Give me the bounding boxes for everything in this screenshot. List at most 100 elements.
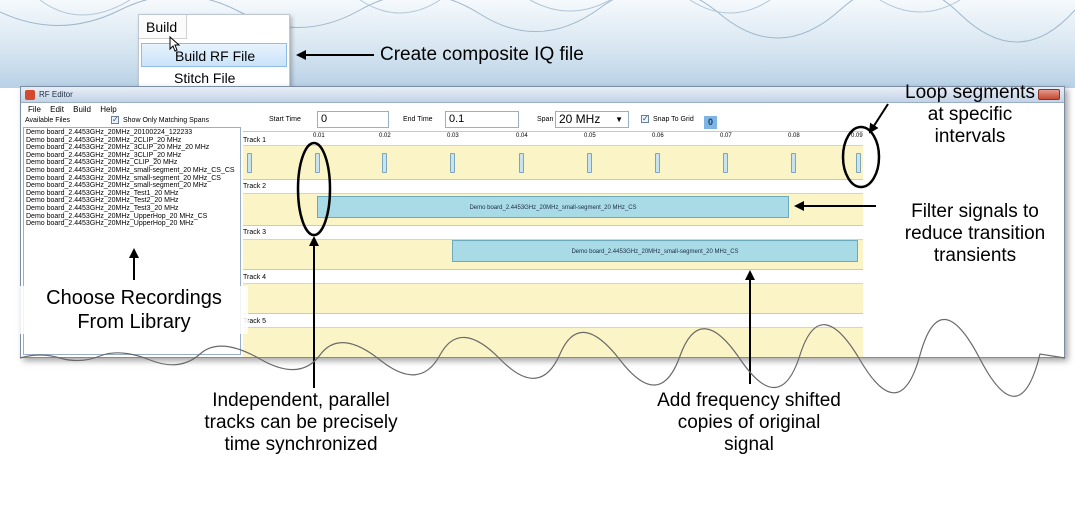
list-item[interactable]: Demo board_2.4453GHz_20MHz_small-segment… <box>26 174 221 182</box>
track-body-4[interactable] <box>243 283 863 313</box>
track-header-3: Track 3 <box>243 225 863 239</box>
menu-build[interactable]: Build <box>73 105 91 114</box>
build-menu-header[interactable]: Build <box>139 15 187 39</box>
clip-track3[interactable]: Demo board_2.4453GHz_20MHz_small-segment… <box>452 240 858 262</box>
timeline-area: Track 1 0.01 0.02 0.03 0.04 0.05 0.06 0.… <box>243 131 863 357</box>
span-select[interactable]: 20 MHz ▼ <box>555 111 629 128</box>
track-name-4: Track 4 <box>243 274 267 281</box>
menu-edit[interactable]: Edit <box>50 105 64 114</box>
annotation-independent: Independent, parallel tracks can be prec… <box>170 390 432 456</box>
start-time-input[interactable]: 0 <box>317 111 389 128</box>
loop-segment[interactable] <box>382 153 387 173</box>
close-button[interactable] <box>1038 89 1060 100</box>
snap-to-grid-checkbox[interactable]: Snap To Grid <box>641 114 694 123</box>
tick-label: 0.07 <box>720 133 732 139</box>
tick-label: 0.09 <box>851 133 863 139</box>
track-name-2: Track 2 <box>243 183 267 190</box>
tick-label: 0.06 <box>652 133 664 139</box>
track-body-1[interactable] <box>243 145 863 179</box>
list-item[interactable]: Demo board_2.4453GHz_20MHz_small-segment… <box>26 182 208 190</box>
checkbox-checked-icon[interactable] <box>111 115 119 124</box>
annotation-line: Choose Recordings <box>46 287 222 309</box>
checkbox-checked-icon[interactable] <box>641 114 649 123</box>
annotation-line: signal <box>724 434 774 455</box>
annotation-line: at specific <box>927 104 1013 125</box>
track-header-4: Track 4 <box>243 269 863 283</box>
annotation-filter: Filter signals to reduce transition tran… <box>880 201 1070 267</box>
track-body-2[interactable]: Demo board_2.4453GHz_20MHz_small-segment… <box>243 193 863 225</box>
list-item[interactable]: Demo board_2.4453GHz_20MHz_2CLIP_20 MHz <box>26 136 182 144</box>
annotation-line: Independent, parallel <box>212 390 390 411</box>
track-name-3: Track 3 <box>243 229 267 236</box>
mouse-cursor-icon <box>169 36 181 52</box>
tick-label: 0.03 <box>447 133 459 139</box>
list-item[interactable]: Demo board_2.4453GHz_20MHz_UpperHop_20 M… <box>26 212 208 220</box>
loop-segment[interactable] <box>655 153 660 173</box>
tick-label: 0.02 <box>379 133 391 139</box>
available-files-label: Available Files <box>25 117 71 124</box>
track-name-1: Track 1 <box>243 137 267 144</box>
list-item[interactable]: Demo board_2.4453GHz_20MHz_3CLIP_20 MHz <box>26 151 182 159</box>
loop-segment[interactable] <box>723 153 728 173</box>
list-item[interactable]: Demo board_2.4453GHz_20MHz_UpperHop_20 M… <box>26 220 194 228</box>
menu-item-stitch-file[interactable]: Stitch File <box>174 70 236 86</box>
list-item[interactable]: Demo board_2.4453GHz_20MHz_CLIP_20 MHz <box>26 159 178 167</box>
annotation-line: reduce transition <box>904 223 1046 244</box>
clip-track2[interactable]: Demo board_2.4453GHz_20MHz_small-segment… <box>317 196 789 218</box>
loop-segment[interactable] <box>856 153 861 173</box>
track-body-5[interactable] <box>243 327 863 357</box>
tick-label: 0.08 <box>788 133 800 139</box>
loop-segment[interactable] <box>587 153 592 173</box>
loop-segment[interactable] <box>519 153 524 173</box>
tick-label: 0.05 <box>584 133 596 139</box>
show-matching-label: Show Only Matching Spans <box>123 116 209 124</box>
list-item[interactable]: Demo board_2.4453GHz_20MHz_20100224_1222… <box>26 129 193 136</box>
dropdown-arrow-icon: ▼ <box>615 115 623 124</box>
annotation-line: transients <box>933 245 1017 266</box>
track-body-3[interactable]: Demo board_2.4453GHz_20MHz_small-segment… <box>243 239 863 269</box>
window-title: RF Editor <box>39 90 73 99</box>
snap-to-grid-label: Snap To Grid <box>653 115 694 123</box>
list-item[interactable]: Demo board_2.4453GHz_20MHz_Test3_20 MHz <box>26 204 179 212</box>
loop-segment[interactable] <box>791 153 796 173</box>
loop-segment[interactable] <box>450 153 455 173</box>
start-time-label: Start Time <box>269 116 301 123</box>
menu-help[interactable]: Help <box>100 105 117 114</box>
banner-wave-decoration <box>0 0 1075 43</box>
span-label: Span <box>537 116 554 123</box>
show-matching-checkbox[interactable]: Show Only Matching Spans <box>111 115 209 124</box>
span-value: 20 MHz <box>559 112 601 126</box>
app-icon <box>25 90 35 100</box>
tick-label: 0.01 <box>313 133 325 139</box>
track-header-1: Track 1 0.01 0.02 0.03 0.04 0.05 0.06 0.… <box>243 131 863 145</box>
menu-bar: File Edit Build Help <box>21 104 261 116</box>
snap-value-badge: 0 <box>704 116 717 129</box>
annotation-composite: Create composite IQ file <box>380 44 584 65</box>
annotation-frequency: Add frequency shifted copies of original… <box>618 390 880 456</box>
annotation-line: tracks can be precisely <box>204 412 398 433</box>
list-item[interactable]: Demo board_2.4453GHz_20MHz_3CLIP_20 MHz_… <box>26 144 210 152</box>
annotation-line: time synchronized <box>224 434 378 455</box>
annotation-line: intervals <box>934 126 1006 147</box>
build-menu-popup: Build Build RF File Stitch File <box>138 14 290 90</box>
list-item[interactable]: Demo board_2.4453GHz_20MHz_Test2_20 MHz <box>26 197 179 205</box>
end-time-input[interactable]: 0.1 <box>445 111 519 128</box>
annotation-line: From Library <box>77 311 191 333</box>
menu-item-build-rf-file[interactable]: Build RF File <box>141 43 287 67</box>
track-header-5: Track 5 <box>243 313 863 327</box>
annotation-choose: Choose Recordings From Library <box>20 286 248 334</box>
tick-label: 0.04 <box>516 133 528 139</box>
loop-segment[interactable] <box>247 153 252 173</box>
annotation-line: copies of original <box>677 412 821 433</box>
annotation-line: Filter signals to <box>911 201 1039 222</box>
track-header-2: Track 2 <box>243 179 863 193</box>
loop-segment[interactable] <box>315 153 320 173</box>
annotation-loop: Loop segments at specific intervals <box>876 82 1064 148</box>
annotation-line: Add frequency shifted <box>657 390 841 411</box>
list-item[interactable]: Demo board_2.4453GHz_20MHz_Test1_20 MHz <box>26 189 179 197</box>
annotation-line: Loop segments <box>905 82 1035 103</box>
list-item[interactable]: Demo board_2.4453GHz_20MHz_small-segment… <box>26 166 235 174</box>
end-time-label: End Time <box>403 116 433 123</box>
menu-file[interactable]: File <box>28 105 41 114</box>
window-title-bar: RF Editor <box>21 87 1064 103</box>
